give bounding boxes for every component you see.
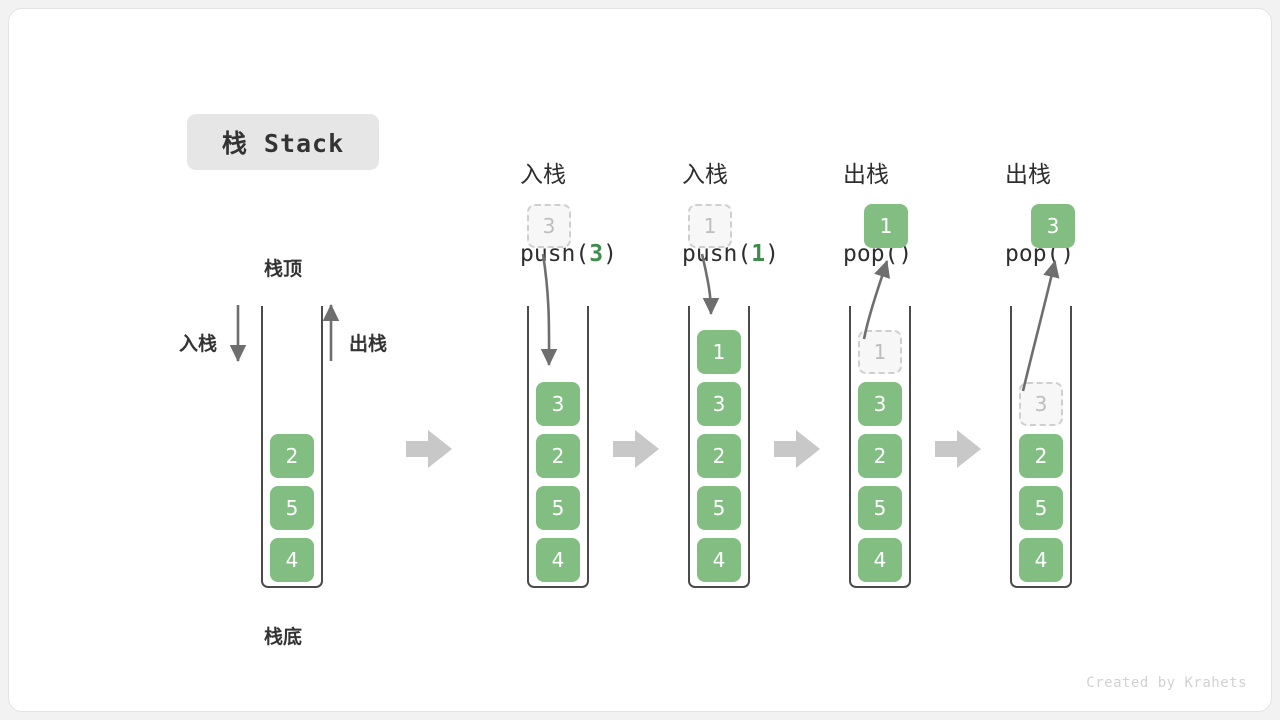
- diagram-card: 栈 Stack 栈顶 栈底 入栈 出栈 2 5 4 入栈 push(3) 3 3…: [8, 8, 1272, 712]
- stack-container-push-3: [527, 306, 589, 588]
- push-side-label: 入栈: [179, 333, 218, 355]
- step-arrow: [774, 430, 820, 468]
- floating-popped-cell: 3: [1031, 204, 1075, 248]
- stack-cell: 4: [697, 538, 741, 582]
- column-header-pop-2: 出栈 pop(): [1005, 114, 1175, 270]
- stack-cell: 3: [697, 382, 741, 426]
- floating-popped-cell: 1: [864, 204, 908, 248]
- step-arrow: [406, 430, 452, 468]
- stack-cell: 2: [270, 434, 314, 478]
- pop-side-label: 出栈: [349, 333, 388, 355]
- floating-ghost-cell: 3: [527, 204, 571, 248]
- code-suffix: ): [765, 240, 779, 267]
- floating-ghost-cell: 1: [688, 204, 732, 248]
- stack-cell: 4: [858, 538, 902, 582]
- stack-cell: 5: [270, 486, 314, 530]
- stack-ghost-cell: 1: [858, 330, 902, 374]
- diagram-stage: 栈 Stack 栈顶 栈底 入栈 出栈 2 5 4 入栈 push(3) 3 3…: [9, 9, 1273, 713]
- code-argument: 1: [751, 240, 766, 267]
- stack-cell: 5: [697, 486, 741, 530]
- stack-cell: 2: [536, 434, 580, 478]
- step-arrow: [935, 430, 981, 468]
- stack-cell: 1: [697, 330, 741, 374]
- code-argument: 3: [589, 240, 604, 267]
- stack-bottom-label: 栈底: [264, 626, 303, 648]
- stack-cell: 3: [536, 382, 580, 426]
- stack-container-pop-2: [1010, 306, 1072, 588]
- stack-container-initial: [261, 306, 323, 588]
- stack-cell: 5: [1019, 486, 1063, 530]
- stack-cell: 4: [1019, 538, 1063, 582]
- stack-cell: 2: [858, 434, 902, 478]
- watermark: Created by Krahets: [1086, 675, 1247, 691]
- stack-cell: 2: [1019, 434, 1063, 478]
- step-arrow: [613, 430, 659, 468]
- stack-cell: 2: [697, 434, 741, 478]
- column-header-cn: 出栈: [1005, 162, 1051, 189]
- stack-container-pop-1: [849, 306, 911, 588]
- stack-cell: 4: [536, 538, 580, 582]
- stack-cell: 4: [270, 538, 314, 582]
- stack-cell: 5: [858, 486, 902, 530]
- column-header-push-1: 入栈 push(1): [682, 114, 852, 270]
- stack-container-push-1: [688, 306, 750, 588]
- code-suffix: ): [603, 240, 617, 267]
- column-header-cn: 出栈: [843, 162, 889, 189]
- stack-cell: 3: [858, 382, 902, 426]
- stack-cell: 5: [536, 486, 580, 530]
- column-header-cn: 入栈: [682, 162, 728, 189]
- column-header-cn: 入栈: [520, 162, 566, 189]
- page-title: 栈 Stack: [187, 114, 379, 170]
- stack-ghost-cell: 3: [1019, 382, 1063, 426]
- stack-top-label: 栈顶: [264, 258, 303, 280]
